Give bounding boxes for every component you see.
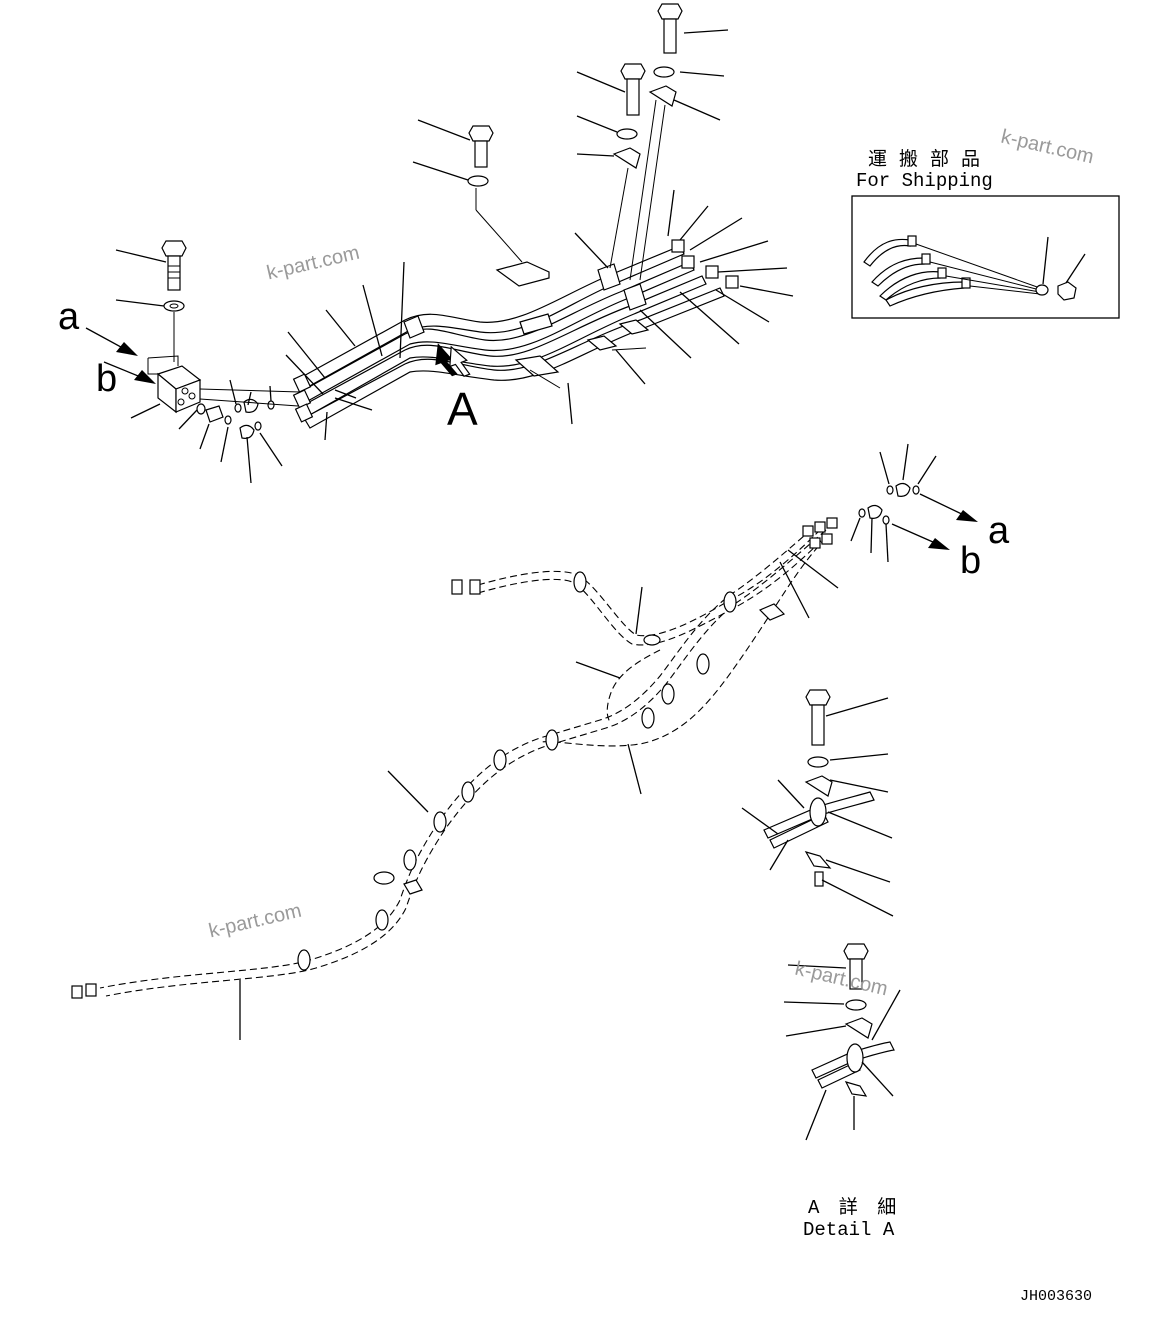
hose-bundle-top xyxy=(292,239,739,429)
leader-lines-top xyxy=(115,29,794,484)
detail-title-jp: A 詳 細 xyxy=(808,1197,901,1219)
shipping-title-jp: 運搬部品 xyxy=(868,149,993,171)
bolts-upper xyxy=(467,3,683,287)
routing-dashed xyxy=(71,482,920,999)
clamps-lower xyxy=(514,319,650,389)
clamp-assembly-right xyxy=(741,689,894,917)
arrow-label-a-right: a xyxy=(988,510,1010,552)
detail-title-en: Detail A xyxy=(803,1219,895,1241)
leader-lines-middle xyxy=(239,443,978,1040)
top-assembly xyxy=(85,3,794,484)
bolt-top-left xyxy=(161,240,187,362)
arrows-ab-top xyxy=(85,327,156,384)
fittings-block xyxy=(196,388,301,439)
shipping-box xyxy=(851,195,1120,319)
manifold-block xyxy=(147,355,202,414)
view-label-A: A xyxy=(447,383,478,435)
drawing-number: JH003630 xyxy=(1020,1288,1093,1305)
arrow-label-b-right: b xyxy=(960,540,982,582)
detail-a-drawing xyxy=(783,943,901,1141)
arrow-label-a-top: a xyxy=(58,296,80,338)
shipping-title-en: For Shipping xyxy=(856,170,993,192)
arrow-label-b-top: b xyxy=(96,358,118,400)
view-arrow-A xyxy=(435,343,471,377)
